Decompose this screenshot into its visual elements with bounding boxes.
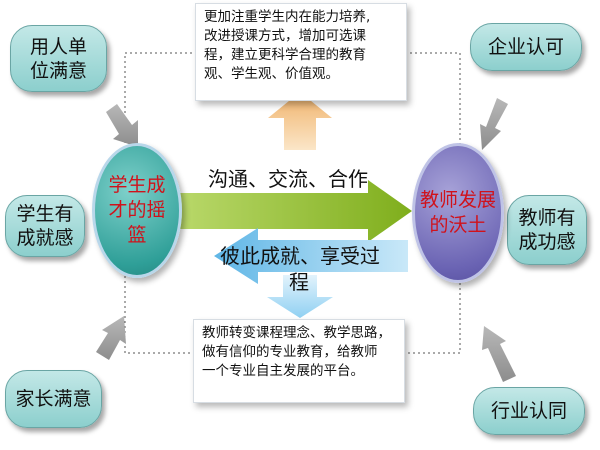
student-achievement-line-2: 成就感 xyxy=(16,227,74,249)
teacher-development-circle: 教师发展 的沃土 xyxy=(412,143,504,283)
arrow-label-mutual: 彼此成就、享受过 程 xyxy=(220,243,380,295)
orange-up-arrow xyxy=(268,92,332,150)
top-note-line-1: 更加注重学生内在能力培养, xyxy=(204,9,371,25)
arrow-label-communicate-text: 沟通、交流、合作 xyxy=(208,167,368,191)
teacher-circle-line-2: 的沃土 xyxy=(429,214,487,236)
top-note-line-4: 观、学生观、价值观。 xyxy=(204,66,339,82)
student-circle-line-2: 才的摇 xyxy=(108,199,166,221)
bottom-note-line-3: 一个专业自主发展的平台。 xyxy=(202,363,364,379)
blue-left-arrow xyxy=(214,228,408,284)
arrow-label-communicate: 沟通、交流、合作 xyxy=(208,166,368,192)
student-achievement-box: 学生有 成就感 xyxy=(5,195,85,257)
teacher-circle-line-1: 教师发展 xyxy=(419,189,496,211)
teacher-success-box: 教师有 成功感 xyxy=(507,195,587,265)
employer-satisfied-line-1: 用人单 xyxy=(29,35,87,58)
enterprise-recognition-label: 企业认可 xyxy=(487,36,564,58)
gray-arrow-industry xyxy=(482,326,516,382)
bottom-note-line-1: 教师转变课程理念、教学思路， xyxy=(202,325,391,341)
top-note-line-3: 程，建立更科学合理的教育 xyxy=(204,47,366,63)
top-note: 更加注重学生内在能力培养, 改进授课方式，增加可选课 程，建立更科学合理的教育 … xyxy=(195,3,407,101)
student-circle-line-3: 篮 xyxy=(127,224,147,246)
gray-arrow-enterprise xyxy=(480,98,508,150)
industry-recognition-box: 行业认同 xyxy=(473,387,585,435)
top-note-line-2: 改进授课方式，增加可选课 xyxy=(204,28,366,44)
enterprise-recognition-box: 企业认可 xyxy=(470,23,582,71)
arrow-label-mutual-line-1: 彼此成就、享受过 xyxy=(220,244,380,268)
student-circle-line-1: 学生成 xyxy=(108,174,166,196)
gray-arrow-employer xyxy=(106,104,138,147)
parent-satisfied-box: 家长满意 xyxy=(5,370,102,428)
student-growth-cradle-circle: 学生成 才的摇 篮 xyxy=(92,143,182,278)
student-achievement-line-1: 学生有 xyxy=(16,203,74,225)
blue-down-arrow xyxy=(267,275,333,318)
bottom-note: 教师转变课程理念、教学思路， 做有信仰的专业教育，给教师 一个专业自主发展的平台… xyxy=(193,319,405,403)
arrow-label-mutual-line-2: 程 xyxy=(289,270,309,294)
industry-recognition-label: 行业认同 xyxy=(490,400,567,422)
teacher-success-line-2: 成功感 xyxy=(518,231,576,253)
bottom-note-line-2: 做有信仰的专业教育，给教师 xyxy=(202,344,378,360)
employer-satisfied-line-2: 位满意 xyxy=(29,59,87,82)
green-right-arrow xyxy=(178,180,412,242)
employer-satisfied-box: 用人单 位满意 xyxy=(10,25,107,92)
gray-arrow-parent xyxy=(96,316,126,360)
parent-satisfied-label: 家长满意 xyxy=(15,388,92,410)
teacher-success-line-1: 教师有 xyxy=(518,207,576,229)
